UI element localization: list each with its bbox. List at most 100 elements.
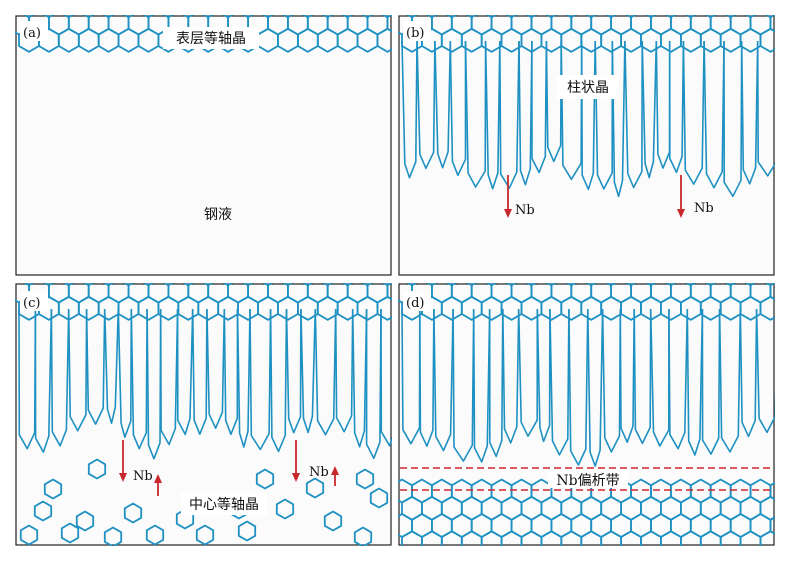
columnar-grains (401, 308, 775, 467)
center-equiaxed-grain (255, 468, 275, 490)
equiaxed-grain (769, 15, 775, 33)
center-equiaxed-grains (19, 458, 389, 546)
band-label-bg (548, 470, 628, 488)
columnar-grain (619, 308, 635, 443)
columnar-grain (723, 40, 743, 198)
columnar-grain (701, 308, 721, 455)
center-equiaxed-grain (123, 502, 143, 524)
columnar-grain (433, 308, 454, 452)
center-equiaxed-grain (103, 526, 123, 546)
equiaxed-grain (769, 516, 775, 535)
columnar-label-bg (557, 75, 619, 99)
columnar-grains (18, 308, 392, 460)
columnar-grain (236, 308, 251, 448)
columnar-grain (365, 308, 382, 460)
columnar-grain (285, 308, 302, 434)
equiaxed-grain (386, 15, 392, 33)
columnar-grain (518, 40, 533, 186)
liquid-steel-label: 钢液 (204, 207, 232, 223)
nb-arrow-down-left (504, 175, 512, 218)
columnar-grain (484, 40, 501, 190)
center-equiaxed-grain (305, 477, 325, 499)
columnar-grain (682, 40, 705, 185)
columnar-grain (249, 308, 272, 451)
columnar-grain (464, 40, 487, 188)
center-equiaxed-grain (355, 468, 375, 490)
panel-tag: (a) (23, 26, 41, 41)
surface-equiaxed-label: 表层等轴晶 (176, 30, 246, 47)
panel-tag-bg (403, 21, 431, 41)
columnar-grain (718, 308, 742, 453)
columnar-grain (130, 308, 148, 450)
columnar-grain (159, 308, 179, 446)
surface-equiaxed-grains (15, 283, 392, 321)
center-equiaxed-grain (60, 522, 80, 544)
columnar-grain (449, 40, 467, 177)
columnar-grain (472, 308, 491, 463)
columnar-grain (740, 40, 759, 185)
center-equiaxed-grain (237, 520, 257, 542)
panel-a-frame (15, 15, 392, 276)
center-equiaxed-grain (323, 510, 343, 532)
columnar-grain (380, 308, 392, 447)
equiaxed-grain (376, 27, 392, 53)
columnar-grain (668, 40, 685, 174)
columnar-grain (416, 40, 436, 170)
columnar-grain (601, 308, 622, 453)
nb-segregation-band-label: Nb偏析带 (556, 473, 619, 489)
center-equiaxed-grain (33, 500, 53, 522)
columnar-grain (641, 40, 658, 179)
columnar-grain (580, 40, 596, 191)
panel-tag: (d) (406, 296, 424, 311)
columnar-grain (85, 308, 106, 425)
columnar-grain (117, 308, 133, 438)
panel-c: (c) Nb Nb 中心等轴晶 (15, 283, 392, 546)
columnar-grain (176, 308, 194, 436)
columnar-grain (206, 308, 226, 429)
panel-a: (a) 表层等轴晶 钢液 (15, 15, 392, 276)
nb-arrow-up-left (154, 474, 162, 496)
columnar-grain (517, 308, 539, 437)
center-equiaxed-label: 中心等轴晶 (189, 496, 259, 513)
columnar-grain (314, 308, 337, 436)
columnar-grain (34, 308, 53, 453)
columnar-grain (488, 308, 504, 458)
center-equiaxed-grain (275, 498, 295, 520)
columnar-grain (755, 308, 775, 434)
panel-b: (b) 柱状晶 Nb Nb (398, 15, 775, 276)
columnar-grain (191, 308, 208, 435)
columnar-grain (50, 308, 70, 447)
columnar-grain (703, 40, 725, 189)
nb-arrow-down-right (677, 175, 685, 218)
columnar-grain (499, 40, 520, 189)
equiaxed-grain (386, 283, 392, 301)
columnar-grain (531, 40, 548, 174)
nb-arrow-up-right (331, 466, 339, 486)
columnar-grain (756, 40, 775, 177)
columnar-label: 柱状晶 (567, 80, 609, 96)
panel-tag-bg (403, 291, 431, 311)
columnar-grain (452, 308, 475, 462)
columnar-grain (419, 308, 435, 447)
columnar-grain (103, 308, 120, 424)
columnar-grain (300, 308, 317, 434)
columnar-grain (401, 40, 418, 179)
nb-label-right: Nb (309, 465, 329, 480)
columnar-grain (568, 308, 589, 466)
panel-tag: (c) (23, 296, 40, 311)
columnar-grain (334, 308, 354, 433)
equiaxed-grain (376, 295, 392, 321)
panel-tag-bg (20, 21, 48, 41)
center-equiaxed-grain (145, 524, 165, 546)
center-equiaxed-grain (19, 524, 39, 546)
nb-label-right: Nb (694, 201, 714, 216)
columnar-grain (434, 40, 452, 169)
center-label-bg (181, 493, 267, 515)
columnar-grain (594, 40, 614, 190)
columnar-grain (624, 40, 643, 189)
columnar-grain (269, 308, 288, 453)
center-equiaxed-grain (87, 458, 107, 480)
columnar-grain (611, 40, 626, 198)
columnar-grain (545, 40, 562, 163)
panel-tag-bg (20, 291, 48, 311)
